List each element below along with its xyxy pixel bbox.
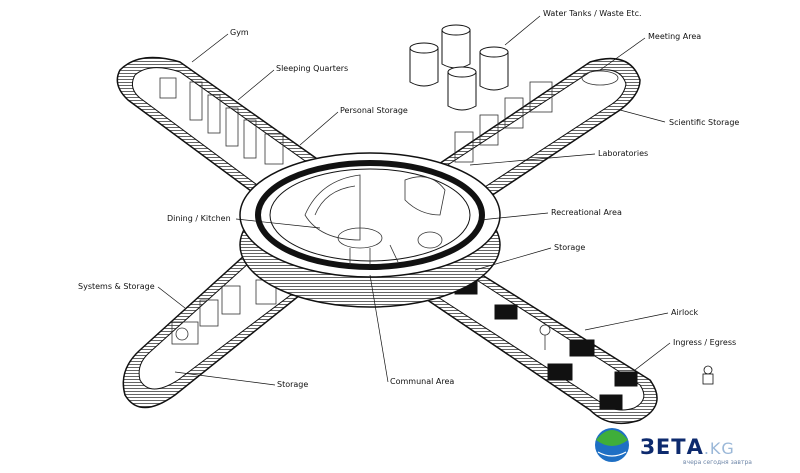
globe-logo [595, 428, 629, 462]
watermark-tagline: вчера сегодня завтра [683, 459, 752, 466]
astronaut-figure [702, 365, 714, 385]
arm-lower-left [122, 254, 302, 409]
label-meeting-area: Meeting Area [648, 32, 702, 41]
label-storage-bottom: Storage [277, 380, 309, 389]
central-hub [239, 152, 501, 308]
arm-upper-left [116, 56, 332, 206]
watermark-suffix: .KG [703, 439, 735, 458]
label-systems-storage: Systems & Storage [78, 282, 155, 291]
watermark-brand: ЗЕТА.KG [640, 435, 735, 459]
label-communal-area: Communal Area [390, 377, 455, 386]
water-tanks [409, 24, 509, 111]
label-sleeping-quarters: Sleeping Quarters [276, 64, 349, 73]
label-scientific-storage: Scientific Storage [669, 118, 740, 127]
label-personal-storage: Personal Storage [340, 106, 408, 115]
label-dining-kitchen: Dining / Kitchen [167, 214, 231, 223]
label-gym: Gym [230, 28, 249, 37]
leader-lines [157, 15, 671, 386]
label-ingress-egress: Ingress / Egress [673, 338, 737, 347]
label-storage-right: Storage [554, 243, 586, 252]
label-water-tanks: Water Tanks / Waste Etc. [543, 9, 642, 18]
arm-upper-right [428, 57, 641, 211]
label-laboratories: Laboratories [598, 149, 649, 158]
watermark-brand-text: ЗЕТА [640, 435, 704, 459]
label-recreational-area: Recreational Area [551, 208, 622, 217]
label-airlock: Airlock [671, 308, 699, 317]
